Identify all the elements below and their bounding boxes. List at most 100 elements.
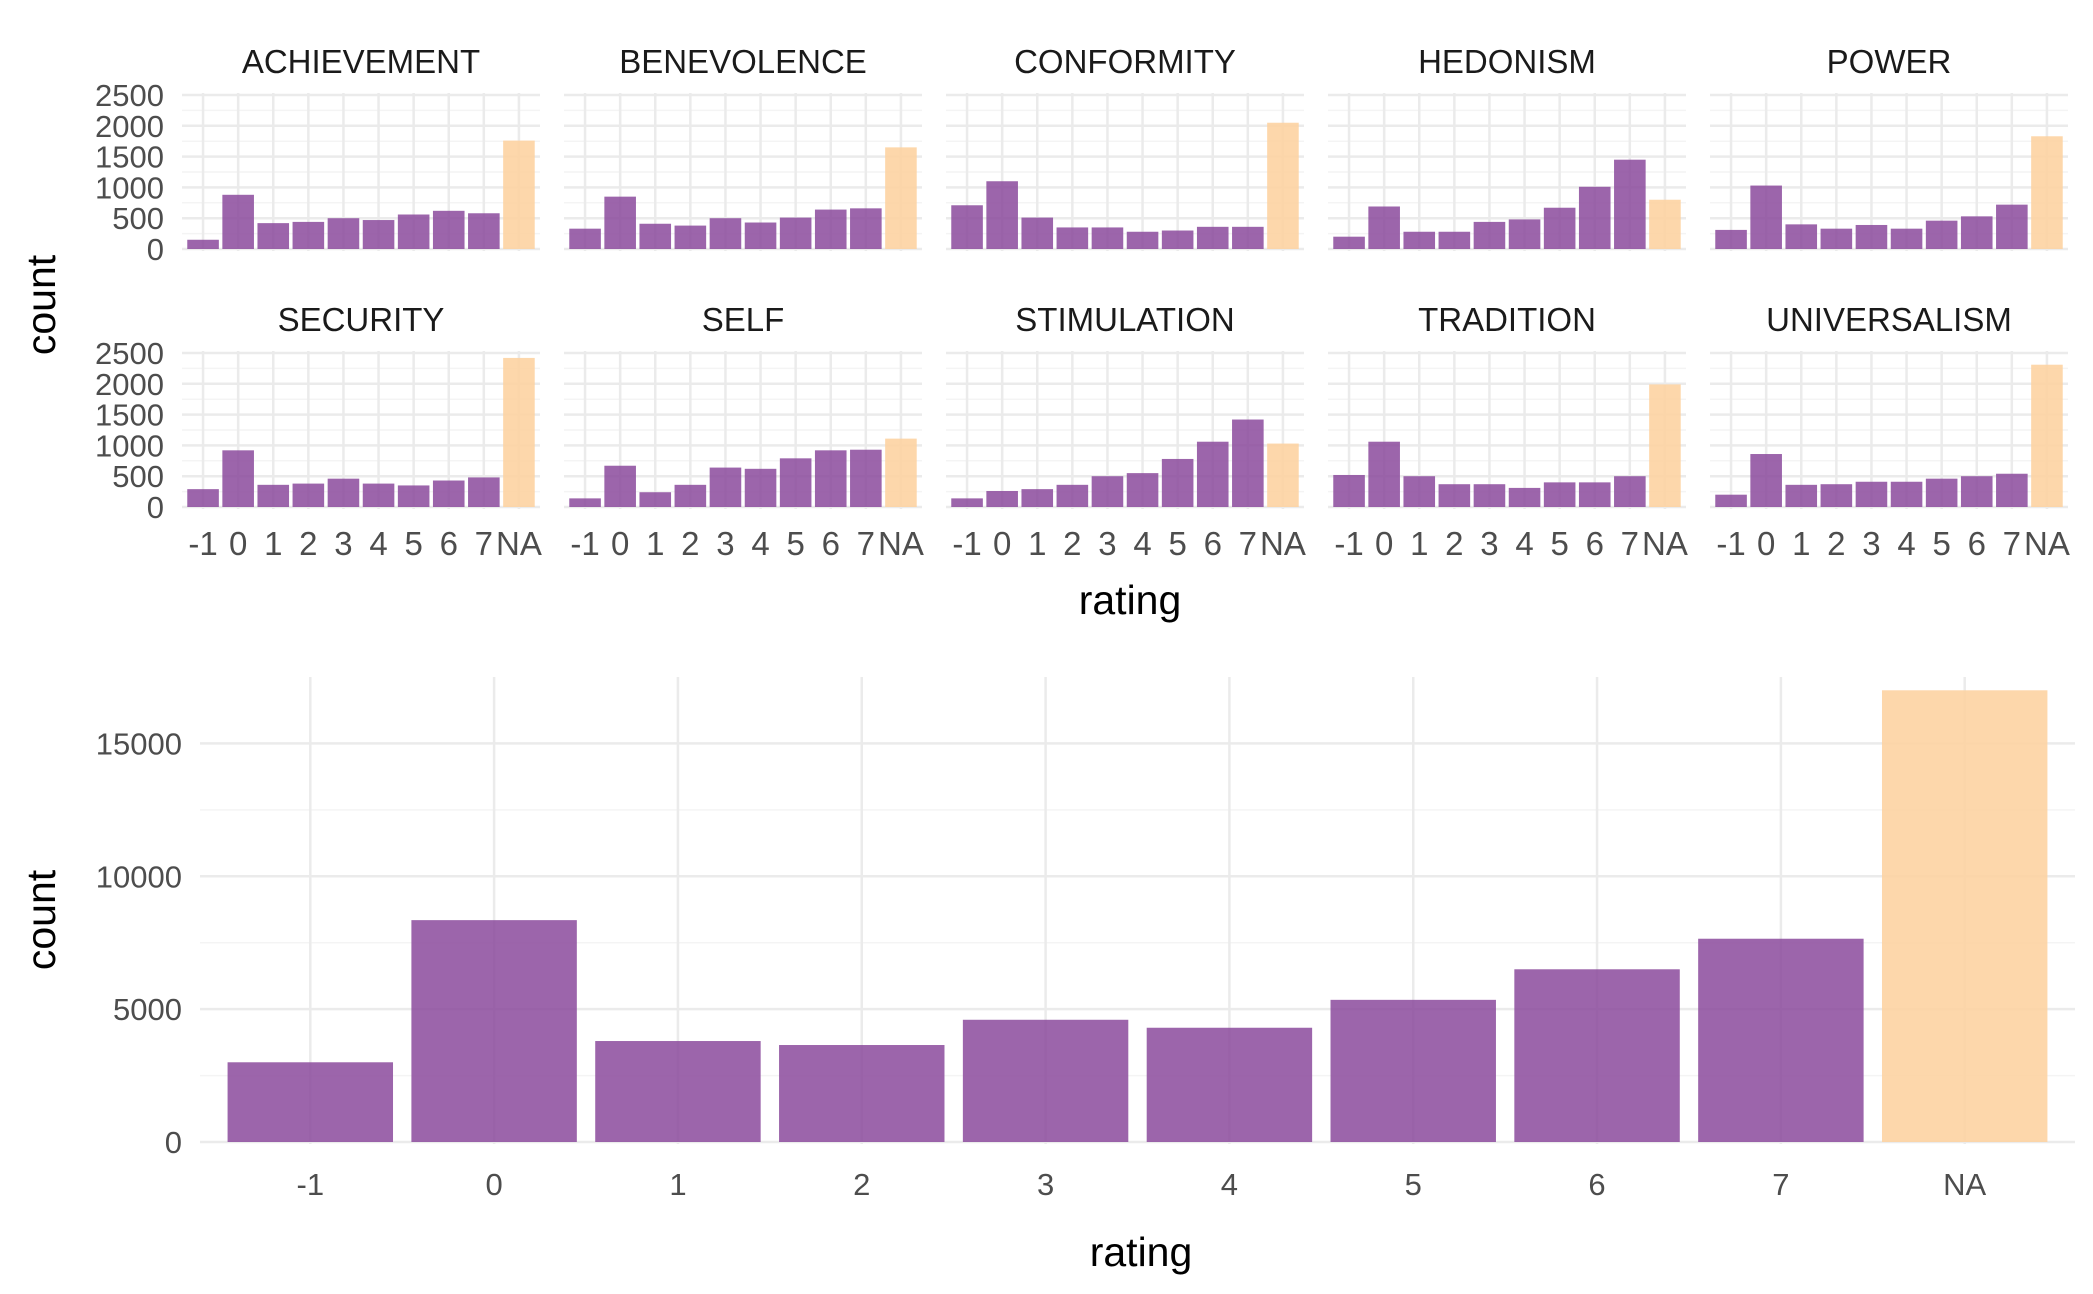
bar-overall-7: [1698, 938, 1864, 1142]
x-tick-label: 3: [334, 525, 352, 562]
facet-title-universalism: UNIVERSALISM: [1766, 301, 2012, 338]
bar-universalism-4: [1890, 481, 1923, 507]
bar-tradition-3: [1473, 484, 1506, 507]
x-tick-label: 0: [485, 1167, 502, 1202]
y-tick-label: 2000: [95, 109, 164, 144]
y-tick-label: 1000: [95, 428, 164, 463]
y-tick-label: 2000: [95, 367, 164, 402]
bar-universalism-3: [1855, 481, 1888, 507]
facet-panel-power: POWER: [1710, 43, 2068, 251]
bar-security-3: [327, 478, 360, 507]
bar-hedonism-na: [1649, 199, 1681, 249]
facet-title-benevolence: BENEVOLENCE: [619, 43, 867, 80]
overall-x-axis-title: rating: [1090, 1229, 1193, 1275]
y-tick-label: 10000: [96, 859, 182, 894]
facet-title-hedonism: HEDONISM: [1418, 43, 1596, 80]
facet-title-power: POWER: [1827, 43, 1952, 80]
bar-power-5: [1925, 220, 1958, 249]
y-tick-label: 0: [165, 1125, 182, 1160]
bar-tradition-6: [1578, 482, 1611, 507]
bar-hedonism-4: [1508, 219, 1541, 249]
x-tick-label: NA: [878, 525, 924, 562]
bar-security-1: [187, 489, 219, 507]
bar-conformity-7: [1232, 226, 1264, 249]
bar-stimulation-na: [1267, 443, 1299, 507]
x-tick-label: 2: [1063, 525, 1081, 562]
bar-power-1: [1785, 224, 1818, 249]
x-tick-label: 2: [299, 525, 317, 562]
x-tick-label: 4: [751, 525, 769, 562]
bar-power-6: [1960, 216, 1993, 249]
bar-benevolence-5: [779, 217, 812, 249]
x-tick-label: 7: [1239, 525, 1257, 562]
x-tick-label: -1: [570, 525, 599, 562]
x-tick-label: 4: [1897, 525, 1915, 562]
x-tick-label: 2: [853, 1167, 870, 1202]
y-tick-label: 1500: [95, 140, 164, 175]
bar-self-0: [604, 465, 636, 507]
bar-power-1: [1715, 229, 1747, 249]
y-tick-label: 0: [147, 232, 164, 267]
bar-tradition-2: [1438, 484, 1471, 507]
bar-hedonism-6: [1578, 186, 1611, 249]
bar-stimulation-4: [1126, 473, 1159, 507]
y-tick-label: 1000: [95, 170, 164, 205]
x-tick-label: 6: [1968, 525, 1986, 562]
x-tick-label: 7: [1621, 525, 1639, 562]
bar-benevolence-0: [604, 196, 636, 249]
bar-benevolence-2: [674, 225, 707, 249]
bar-conformity-4: [1126, 231, 1159, 249]
bar-self-1: [639, 492, 672, 507]
bar-hedonism-1: [1333, 236, 1365, 249]
x-tick-label: 1: [646, 525, 664, 562]
bar-conformity-na: [1267, 122, 1299, 249]
facet-panel-conformity: CONFORMITY: [946, 43, 1304, 251]
bar-security-7: [468, 477, 500, 507]
bar-self-2: [674, 484, 707, 507]
bar-self-na: [885, 438, 917, 507]
x-tick-label: 1: [1792, 525, 1810, 562]
x-tick-label: 6: [1588, 1167, 1605, 1202]
bar-achievement-7: [468, 213, 500, 249]
x-tick-label: NA: [1943, 1167, 1986, 1202]
x-tick-label: -1: [1334, 525, 1363, 562]
bar-overall-na: [1881, 690, 2048, 1142]
bar-tradition-7: [1614, 476, 1646, 507]
x-tick-label: 1: [1028, 525, 1046, 562]
bar-self-5: [779, 458, 812, 507]
bar-tradition-4: [1508, 487, 1541, 507]
y-tick-label: 15000: [96, 726, 182, 761]
bar-benevolence-4: [744, 222, 777, 249]
bar-achievement-5: [397, 214, 430, 249]
bar-stimulation-2: [1056, 484, 1089, 507]
bar-overall-3: [962, 1019, 1129, 1142]
y-tick-label: 500: [112, 201, 164, 236]
x-tick-label: 3: [1862, 525, 1880, 562]
bar-self-4: [744, 468, 777, 507]
bar-power-7: [1996, 204, 2028, 249]
bar-overall-2: [779, 1045, 945, 1142]
bar-universalism-na: [2031, 364, 2063, 507]
bar-conformity-3: [1091, 227, 1124, 249]
bar-overall-0: [411, 920, 577, 1142]
bar-achievement-2: [292, 221, 325, 249]
x-tick-label: 6: [822, 525, 840, 562]
bar-benevolence-3: [709, 218, 742, 249]
x-tick-label: 4: [1515, 525, 1533, 562]
bar-benevolence-1: [569, 228, 601, 249]
bar-achievement-6: [432, 210, 465, 249]
bar-tradition-1: [1333, 474, 1365, 507]
x-tick-label: 7: [857, 525, 875, 562]
facet-title-tradition: TRADITION: [1418, 301, 1596, 338]
bar-conformity-1: [1021, 217, 1054, 249]
bar-universalism-0: [1750, 454, 1782, 507]
x-tick-label: NA: [1642, 525, 1688, 562]
bar-hedonism-2: [1438, 231, 1471, 249]
bar-security-na: [503, 357, 535, 507]
